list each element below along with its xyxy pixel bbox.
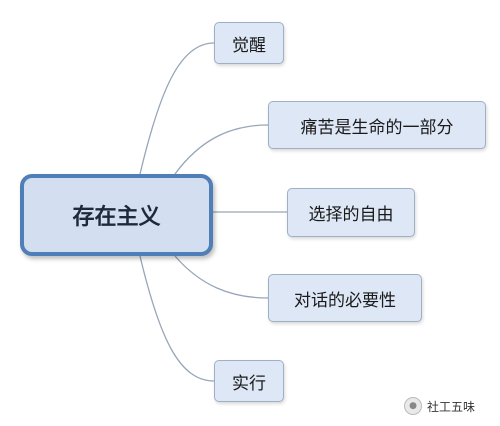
branch-node[interactable]: 觉醒	[214, 22, 284, 64]
branch-node[interactable]: 痛苦是生命的一部分	[268, 101, 486, 149]
connector-line	[139, 255, 215, 382]
connector-line	[174, 124, 269, 175]
watermark: ● 社工五味	[404, 397, 475, 415]
central-topic[interactable]: 存在主义	[20, 174, 213, 256]
connector-line	[139, 42, 215, 175]
branch-node[interactable]: 对话的必要性	[268, 274, 422, 322]
branch-node[interactable]: 选择的自由	[287, 188, 415, 237]
connector-line	[174, 255, 269, 299]
branch-node[interactable]: 实行	[214, 360, 284, 402]
wechat-icon: ●	[404, 397, 422, 415]
watermark-text: 社工五味	[427, 399, 476, 414]
